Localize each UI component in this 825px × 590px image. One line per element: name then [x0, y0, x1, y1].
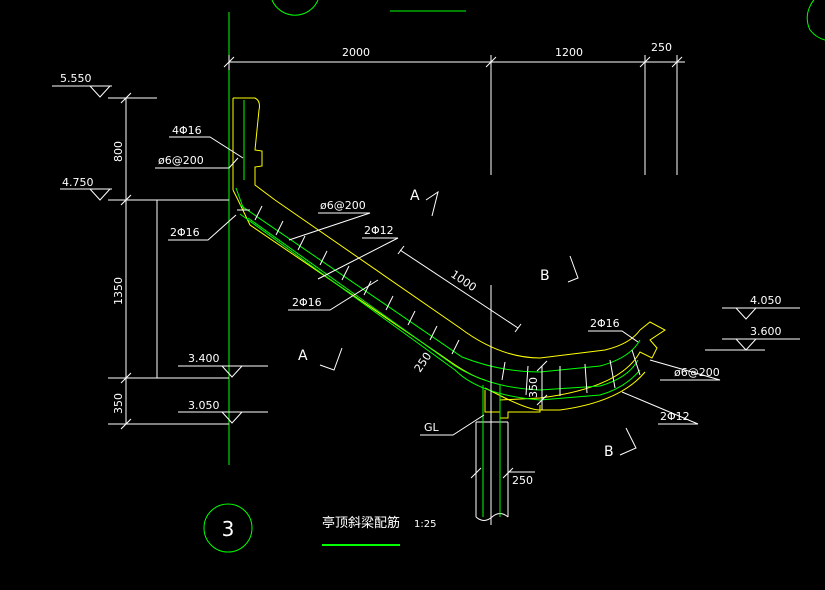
elevation-marks	[52, 85, 800, 424]
top-axis-bubbles	[271, 0, 825, 41]
drawing-scale: 1:25	[414, 519, 436, 530]
top-dimension-chain	[223, 55, 685, 175]
elevation-5550: 5.550	[60, 72, 92, 85]
label-right-2phi16: 2Φ16	[590, 317, 620, 330]
dim-250-top: 250	[651, 41, 672, 54]
section-cut-lines	[319, 190, 637, 456]
curve-dimension	[536, 360, 548, 410]
column-gl	[475, 421, 535, 521]
beam-outline	[232, 97, 666, 419]
elevation-4750: 4.750	[62, 176, 94, 189]
left-dimension-chain	[108, 92, 229, 430]
label-left-2phi16: 2Φ16	[170, 226, 200, 239]
rebar-lines	[235, 100, 641, 401]
label-mid-2phi16: 2Φ16	[292, 296, 322, 309]
dim-250-slope: 250	[412, 350, 435, 375]
elevation-3600: 3.600	[750, 325, 782, 338]
dim-800: 800	[112, 141, 125, 162]
axis-bubble	[203, 503, 253, 553]
drawing-title: 亭顶斜梁配筋	[322, 515, 400, 531]
label-column-gl: GL	[424, 421, 440, 434]
section-b-top: B	[540, 268, 550, 284]
dim-1350: 1350	[112, 277, 125, 305]
label-right-stirrup: ø6@200	[674, 366, 720, 379]
axis-bubble-number: 3	[222, 517, 235, 541]
elevation-4050: 4.050	[750, 294, 782, 307]
section-a-top: A	[410, 188, 420, 204]
dim-250-column: 250	[512, 474, 533, 487]
label-right-2phi12: 2Φ12	[660, 410, 690, 423]
section-b-bottom: B	[604, 444, 614, 460]
label-top-stirrup: ø6@200	[158, 154, 204, 167]
slope-dimension	[397, 245, 522, 333]
dim-350-left: 350	[112, 393, 125, 414]
axis-bubble-top-partial	[271, 0, 319, 16]
label-mid-2phi12: 2Φ12	[364, 224, 394, 237]
leader-lines	[155, 136, 721, 436]
axis-bubble-right-partial	[806, 0, 825, 41]
label-top-4phi16: 4Φ16	[172, 124, 202, 137]
column-rebar	[482, 385, 501, 517]
stirrup-ticks	[237, 205, 641, 396]
dim-350-curve: 350	[527, 377, 540, 398]
column-250-dimension	[470, 467, 514, 479]
section-a-bottom: A	[298, 348, 308, 364]
label-mid-stirrup: ø6@200	[320, 199, 366, 212]
elevation-3050: 3.050	[188, 399, 220, 412]
dim-2000: 2000	[342, 46, 370, 59]
dim-1200: 1200	[555, 46, 583, 59]
elevation-3400: 3.400	[188, 352, 220, 365]
dim-1000: 1000	[448, 268, 478, 294]
